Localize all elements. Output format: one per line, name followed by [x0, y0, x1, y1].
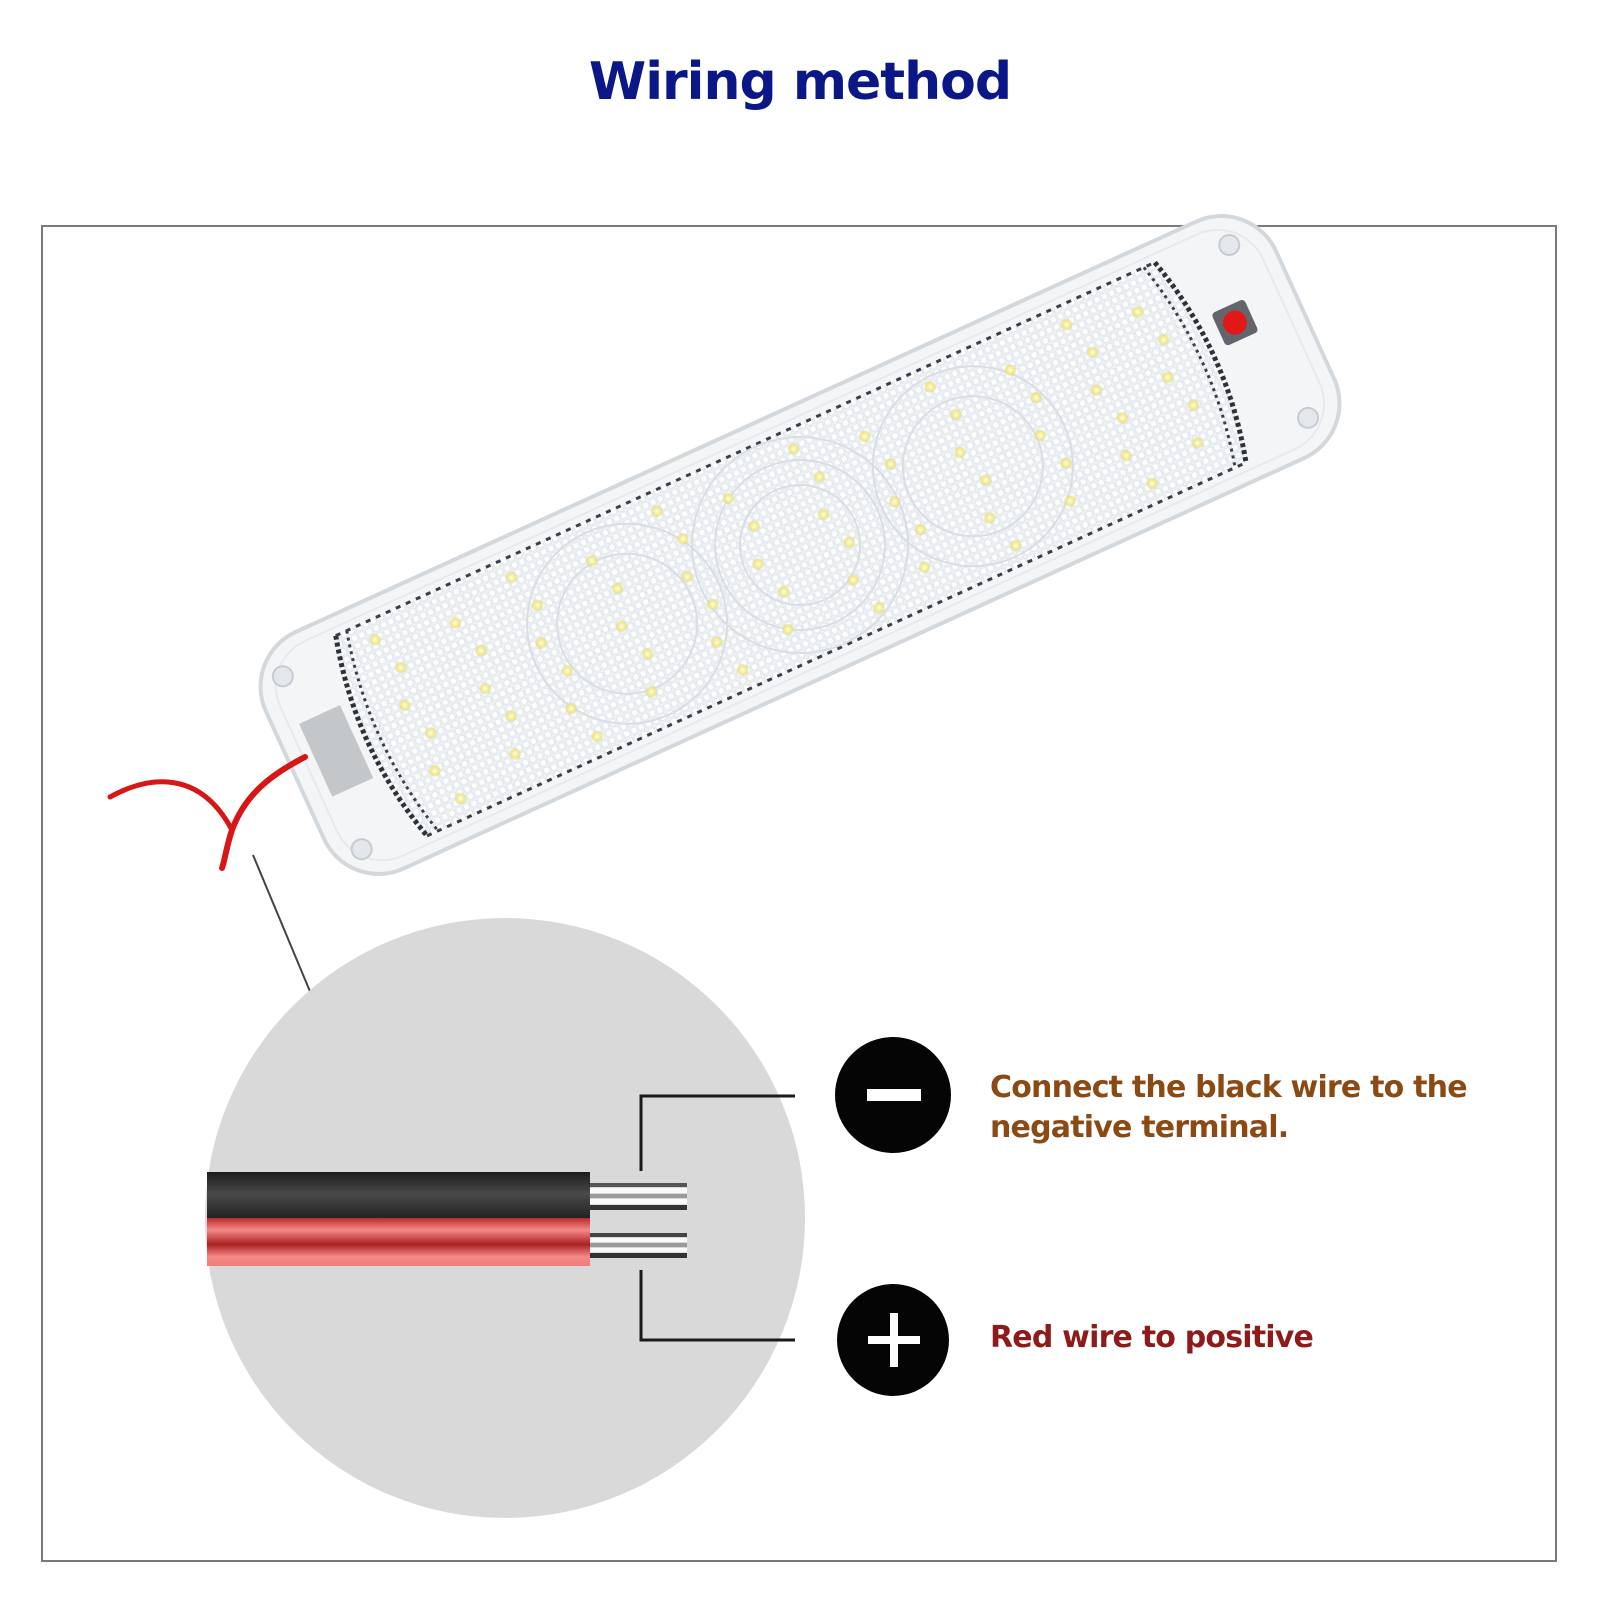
led-chip: [424, 727, 437, 740]
led-chip: [641, 648, 654, 661]
negative-callout-line2: negative terminal.: [990, 1110, 1289, 1145]
led-chip: [722, 492, 735, 505]
mounting-hole: [1297, 406, 1320, 429]
page-title: Wiring method: [588, 52, 1012, 112]
led-chip: [645, 685, 658, 698]
led-chip: [1060, 457, 1073, 470]
led-chip: [781, 623, 794, 636]
led-chip: [706, 598, 719, 611]
led-chip: [1034, 429, 1047, 442]
led-chip: [454, 792, 467, 805]
led-chip: [1187, 399, 1200, 412]
led-chip: [1157, 333, 1170, 346]
led-chip: [475, 644, 488, 657]
led-chip: [1009, 539, 1022, 552]
positive-callout-line1: Red wire to positive: [990, 1320, 1314, 1355]
negative-leader-line: [639, 1094, 795, 1171]
red-wire: [207, 1218, 590, 1266]
led-chip: [888, 495, 901, 508]
black-wire: [207, 1172, 590, 1220]
led-chip: [884, 458, 897, 471]
led-chip: [914, 523, 927, 536]
positive-callout: Red wire to positive: [990, 1318, 1314, 1358]
led-chip: [398, 699, 411, 712]
mounting-hole: [350, 838, 373, 861]
led-chip: [585, 554, 598, 567]
led-chip: [918, 561, 931, 574]
led-chip: [611, 582, 624, 595]
led-chip: [817, 508, 830, 521]
lens-rings: [526, 365, 1074, 725]
led-chip: [561, 664, 574, 677]
led-chip: [565, 702, 578, 715]
led-chip: [1161, 371, 1174, 384]
led-chip: [813, 470, 826, 483]
led-chip: [531, 599, 544, 612]
led-chip: [1060, 318, 1073, 331]
led-chip: [748, 520, 761, 533]
two-core-cable: [207, 1172, 687, 1266]
led-chip: [676, 532, 689, 545]
black-wire-strands: [590, 1183, 687, 1210]
led-chip: [710, 636, 723, 649]
lens-diffuser: [335, 262, 1246, 836]
led-chip: [979, 474, 992, 487]
power-switch[interactable]: [1219, 307, 1251, 339]
led-chip: [505, 571, 518, 584]
led-chip: [953, 446, 966, 459]
plus-circle-icon: [837, 1284, 949, 1396]
lead-wire: [107, 754, 308, 871]
led-chip: [924, 380, 937, 393]
led-chip: [777, 585, 790, 598]
led-chip: [1064, 495, 1077, 508]
led-chip: [505, 710, 518, 723]
led-chip: [873, 601, 886, 614]
led-chip: [983, 511, 996, 524]
negative-callout-line1: Connect the black wire to the: [990, 1070, 1468, 1105]
led-chip: [428, 764, 441, 777]
led-chip: [1120, 449, 1133, 462]
led-chip: [1030, 391, 1043, 404]
led-chip: [858, 430, 871, 443]
led-chip: [1086, 346, 1099, 359]
mounting-hole: [271, 665, 294, 688]
led-panel-light: [258, 214, 1342, 876]
led-chip: [369, 633, 382, 646]
led-chip: [591, 730, 604, 743]
diagram-frame: [41, 225, 1557, 1562]
led-array: [369, 305, 1204, 805]
led-chip: [1191, 436, 1204, 449]
led-chip: [787, 443, 800, 456]
led-chip: [752, 558, 765, 571]
led-chip: [1146, 477, 1159, 490]
led-chip: [509, 748, 522, 761]
led-chip: [949, 408, 962, 421]
led-chip: [847, 574, 860, 587]
led-chip: [1131, 305, 1144, 318]
led-chip: [651, 505, 664, 518]
led-chip: [1116, 411, 1129, 424]
led-chip: [449, 616, 462, 629]
led-chip: [535, 637, 548, 650]
led-chip: [615, 620, 628, 633]
mounting-hole: [1218, 233, 1241, 256]
led-chip: [736, 664, 749, 677]
minus-circle-icon: [835, 1037, 951, 1153]
led-chip: [479, 682, 492, 695]
led-chip: [1090, 384, 1103, 397]
positive-leader-line: [639, 1270, 795, 1342]
red-wire-strands: [590, 1233, 687, 1258]
led-chip: [680, 570, 693, 583]
led-chip: [394, 661, 407, 674]
terminal-block: [299, 705, 374, 797]
negative-callout: Connect the black wire to the negative t…: [990, 1068, 1468, 1148]
led-chip: [843, 536, 856, 549]
led-chip: [1004, 364, 1017, 377]
